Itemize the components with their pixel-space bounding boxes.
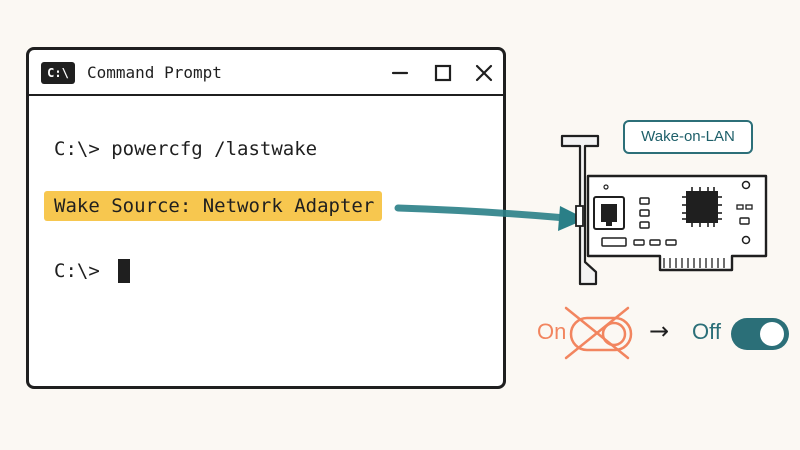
toggle-on-crossed-icon [564,306,633,360]
text-cursor [118,259,130,283]
cmd-app-icon: C:\ [41,62,75,84]
toggle-off-label: Off [692,319,721,344]
minimize-icon[interactable] [389,62,411,84]
toggle-off-switch-icon [731,318,789,350]
toggle-on-label: On [537,319,567,344]
title-bar: C:\ Command Prompt [29,50,503,96]
maximize-icon[interactable] [432,62,454,84]
command-prompt-window: C:\ Command Prompt C:\> powercfg /lastwa… [26,47,506,389]
command-line-powercfg: C:\> powercfg /lastwake [54,138,318,160]
right-arrow-icon: → [649,317,670,345]
wake-source-output: Wake Source: Network Adapter [44,191,383,221]
window-title: Command Prompt [87,63,222,82]
pointer-arrow [394,204,586,231]
command-prompt-line: C:\> [54,260,112,282]
wake-on-lan-label: Wake-on-LAN [623,120,753,154]
close-icon[interactable] [473,62,495,84]
network-card-icon [560,134,768,286]
